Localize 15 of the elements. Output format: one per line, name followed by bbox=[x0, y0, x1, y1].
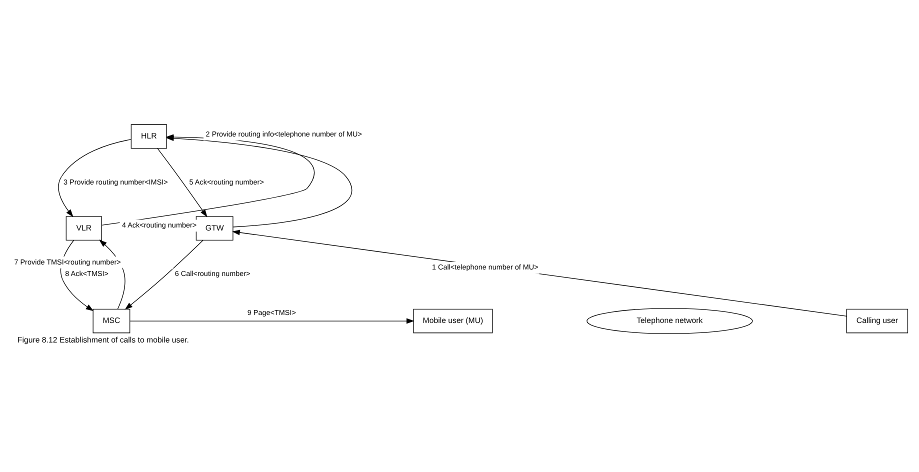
arrow bbox=[232, 230, 846, 316]
arrow bbox=[124, 240, 203, 310]
edge-label: 5 Ack<routing number> bbox=[188, 177, 264, 186]
edge-label: 1 Call<telephone number of MU> bbox=[431, 262, 538, 272]
edge-label: 8 Ack<TMSI> bbox=[64, 269, 108, 278]
edge-label: 4 Ack<routing number> bbox=[121, 220, 196, 230]
arrow bbox=[58, 139, 131, 218]
edge-label: 6 Call<routing number> bbox=[174, 269, 250, 278]
edge-label: 3 Provide routing number<IMSI> bbox=[63, 177, 168, 186]
edge-label: 2 Provide routing info<telephone number of MU> bbox=[205, 129, 362, 138]
edge-label: 9 Page<TMSI> bbox=[246, 308, 296, 318]
arrow bbox=[165, 136, 352, 228]
arrow bbox=[129, 318, 414, 324]
arrow bbox=[156, 148, 207, 218]
edge-label: 7 Provide TMSI<routing number> bbox=[14, 257, 120, 266]
